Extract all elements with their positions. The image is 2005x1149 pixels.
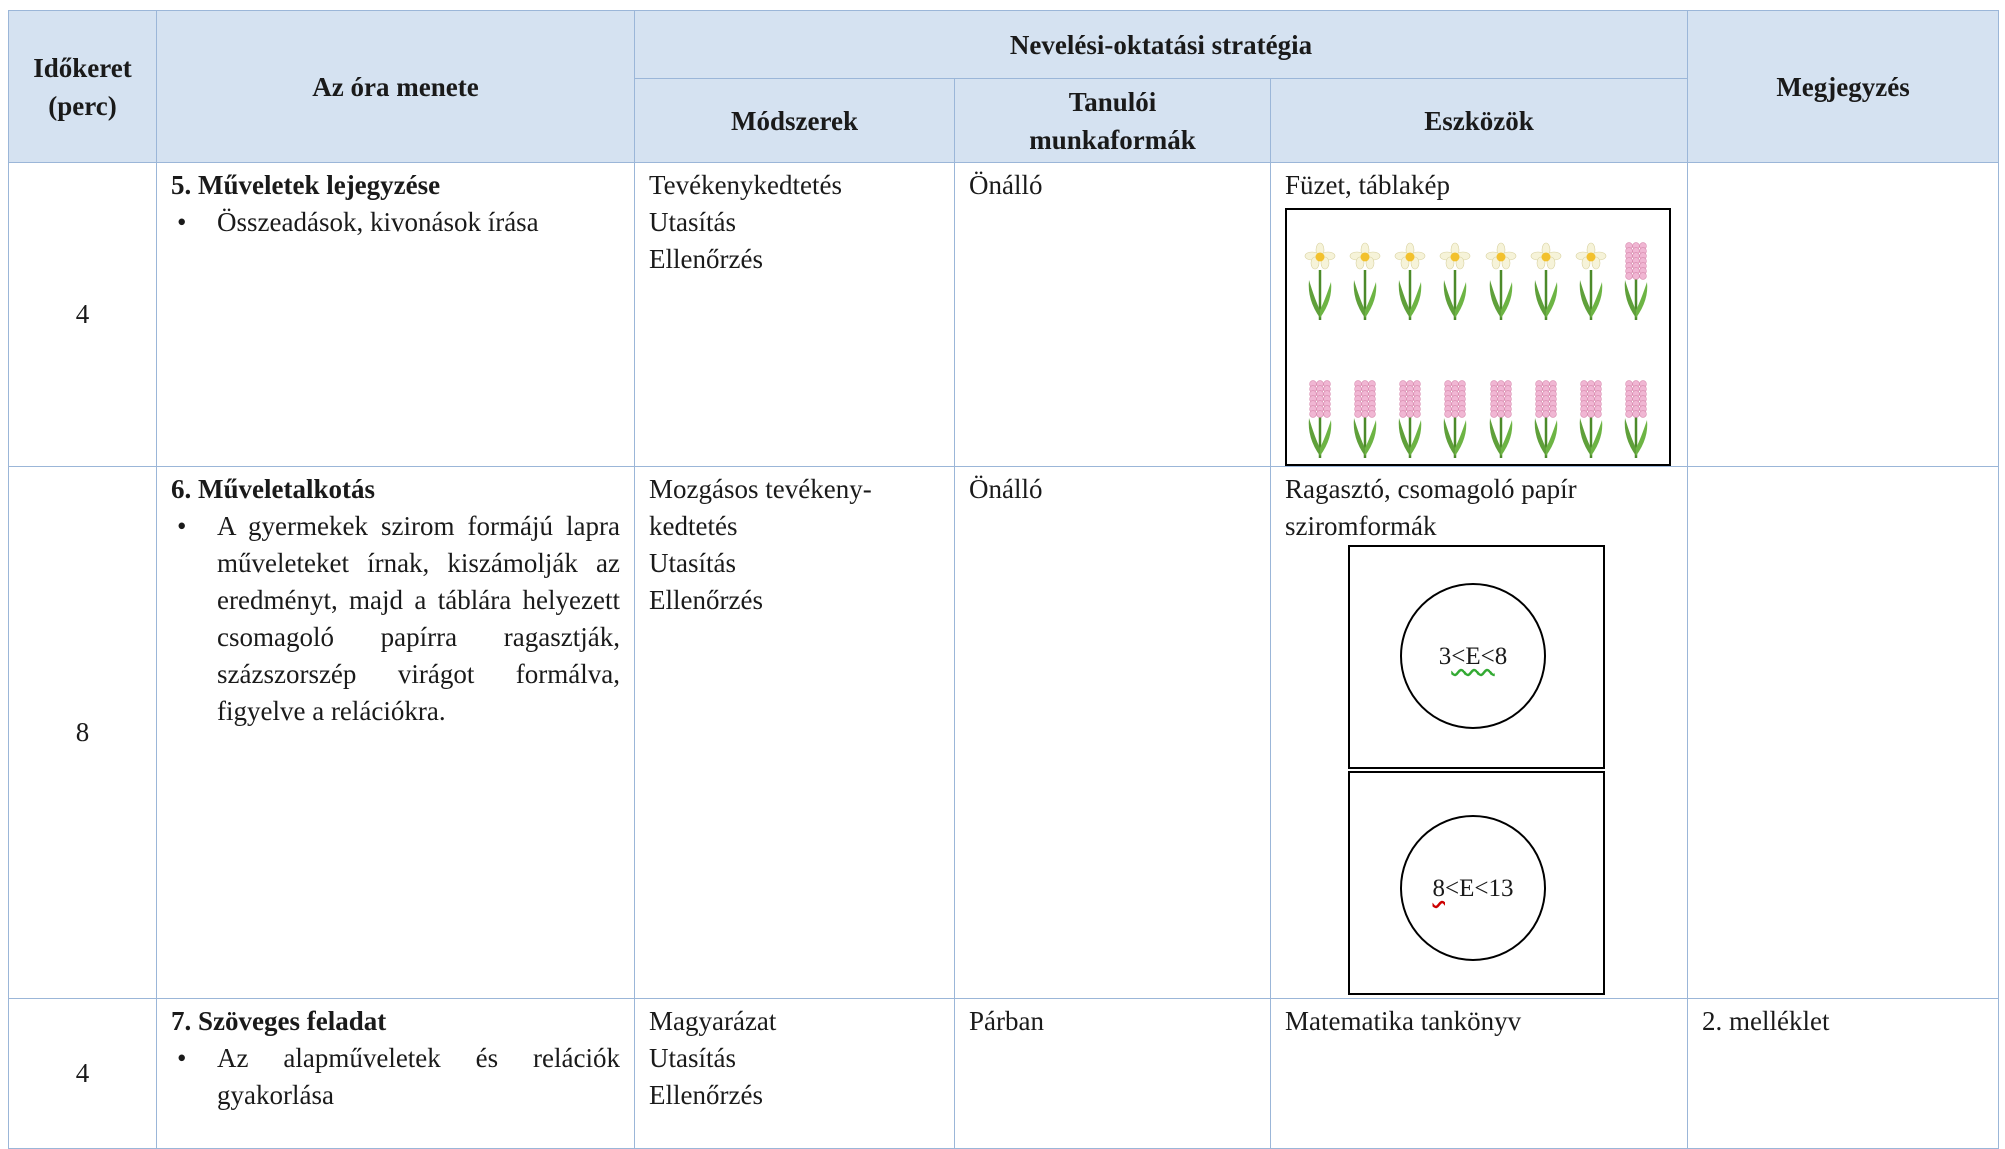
- note-cell: 2. melléklet: [1687, 998, 2000, 1149]
- lesson-plan-table: Időkeret(perc) Az óra menete Nevelési-ok…: [8, 10, 2000, 1149]
- tools-cell: Matematika tankönyv: [1269, 998, 1689, 1149]
- tools-cell: Ragasztó, csomagoló papír szirom­formák …: [1269, 466, 1689, 999]
- time-cell: 4: [8, 998, 157, 1149]
- bullet-item: A gyermekek szirom formájú lapra művelet…: [171, 508, 620, 730]
- flower-board-image: [1285, 208, 1671, 466]
- hyacinth-icon: [1444, 380, 1467, 458]
- hyacinth-icon: [1489, 380, 1512, 458]
- form-cell: Önálló: [954, 162, 1271, 467]
- header-strategy: Nevelési-oktatási stratégia: [633, 10, 1689, 79]
- relation-circle: 3<E<8: [1400, 583, 1546, 729]
- daffodil-icon: [1530, 242, 1562, 320]
- bullet-item: Az alapműveletek és relációk gyakorlása: [171, 1040, 620, 1114]
- step-title: 7. Szöveges feladat: [171, 1006, 387, 1036]
- daffodil-icon: [1394, 242, 1426, 320]
- daffodil-icon: [1304, 242, 1336, 320]
- hyacinth-icon: [1308, 380, 1332, 458]
- form-cell: Önálló: [954, 466, 1271, 999]
- form-cell: Párban: [954, 998, 1271, 1149]
- hyacinth-icon: [1534, 380, 1557, 458]
- time-cell: 4: [8, 162, 157, 467]
- course-cell: 7. Szöveges feladat Az alapműveletek és …: [156, 998, 635, 1149]
- header-time: Időkeret(perc): [8, 10, 157, 163]
- daffodil-icon: [1485, 242, 1516, 320]
- header-tools: Eszközök: [1269, 78, 1689, 163]
- header-methods: Módszerek: [634, 78, 955, 163]
- petal-card: 3<E<8: [1348, 545, 1605, 769]
- step-title: 5. Műveletek lejegyzése: [171, 170, 441, 200]
- hyacinth-icon: [1624, 380, 1648, 458]
- relation-circle: 8<E<13: [1400, 815, 1546, 961]
- hyacinth-icon: [1353, 380, 1377, 458]
- hyacinth-icon: [1624, 242, 1648, 320]
- bullet-item: Összeadások, kivonások írása: [171, 204, 620, 241]
- header-course: Az óra menete: [156, 10, 635, 163]
- daffodil-icon: [1349, 242, 1381, 320]
- petal-card: 8<E<13: [1348, 771, 1605, 995]
- time-cell: 8: [8, 466, 157, 999]
- table-row: 4 5. Műveletek lejegyzése Összeadások, k…: [8, 162, 2000, 467]
- table-row: 4 7. Szöveges feladat Az alapműveletek é…: [8, 998, 2000, 1149]
- table-row: 8 6. Műveletalkotás A gyermekek szirom f…: [8, 466, 2000, 999]
- daffodil-icon: [1575, 242, 1607, 320]
- tools-cell: Füzet, táblakép: [1269, 162, 1689, 467]
- hyacinth-icon: [1579, 380, 1603, 458]
- note-cell: [1687, 466, 2000, 999]
- daffodil-icon: [1440, 242, 1471, 320]
- course-cell: 5. Műveletek lejegyzése Összeadások, kiv…: [156, 162, 635, 467]
- note-cell: [1687, 162, 2000, 467]
- step-title: 6. Műveletalkotás: [171, 474, 375, 504]
- hyacinth-icon: [1399, 380, 1422, 458]
- header-note: Megjegyzés: [1687, 10, 2000, 163]
- course-cell: 6. Műveletalkotás A gyermekek szirom for…: [156, 466, 635, 999]
